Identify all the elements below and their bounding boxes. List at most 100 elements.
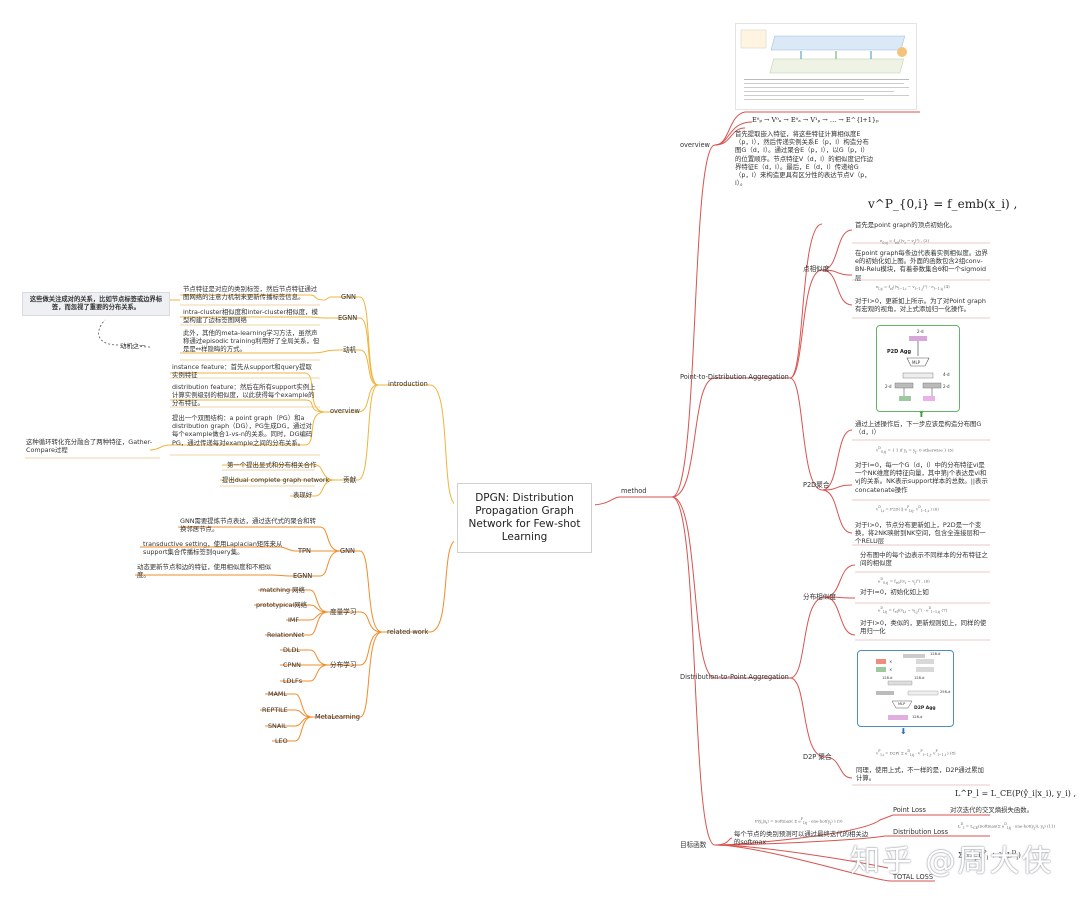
contribution-item: 第一个提出显式和分布相关合作 <box>227 461 317 469</box>
metric-item[interactable]: matching 网络 <box>260 586 305 594</box>
fig-label: 128-d <box>882 676 893 680</box>
d2p-agg-diagram: × × D2P Agg <box>876 654 939 720</box>
point-loss-text: 对次迭代的交叉熵损失函数。 <box>950 806 1034 814</box>
distribution-item[interactable]: DLDL <box>283 646 300 654</box>
dist-sim-text0: 分布图中的每个边表示不同样本的分布特征之间的相似度 <box>860 551 988 568</box>
p2d-agg-text2: 对于l=0，每一个G（d，l）中的分布特征vi是一个NK维度的特征向量，其中第j… <box>855 461 988 494</box>
node-point-similarity[interactable]: 点相似度 <box>803 265 830 273</box>
node-tpn[interactable]: TPN <box>298 547 311 555</box>
total-loss-formula-icon: Σl (λpLPl + λdLDl) <box>958 850 1021 862</box>
node-related-gnn[interactable]: GNN <box>340 547 355 555</box>
p2d-agg-diagram: P2D Agg <box>887 336 942 401</box>
fig-label: 256-d <box>940 690 951 694</box>
equation-image: el,ij = fel((vl−1,i − vl−1,j)²) · el−1,i… <box>876 284 950 291</box>
related-gnn-text: GNN需要提炼节点表达，通过迭代式的聚合和转换邻居节点。 <box>180 517 316 534</box>
instance-feature-text: instance feature：首先从support和query提取实例特征 <box>172 363 312 380</box>
overview-text: 首先提取嵌入特征，将这些特征计算相似度E（p，l），然后传递实例关系E（p，l）… <box>735 130 874 188</box>
equation-image: vPl,i = D2P( Σ eDl,ij · vPl−1,j, vPl−1,i… <box>876 749 956 758</box>
gnn-text: 节点特征是对应的类别标签，然后节点特征通过图网络的注意力机制来更新传播标签信息。 <box>183 285 318 302</box>
egnn-text: intra-cluster相似度和inter-cluster相似度，模型构建了边… <box>183 308 318 325</box>
watermark: 知乎 @周大侠 <box>850 844 1054 879</box>
p2d-init-formula: v^P_{0,i} = f_emb(x_i) , <box>868 197 1018 211</box>
meta-item[interactable]: SNAIL <box>268 722 287 730</box>
node-metric-learning[interactable]: 度量学习 <box>330 608 357 616</box>
distribution-item[interactable]: CPNN <box>283 661 301 669</box>
equation-image: vD0,ij = { 1 if yi = yj; 0 otherwise } (… <box>876 446 954 455</box>
equation-image: vDl,i = P2D( ‖ ePl,ij, vDl−1,i ) (6) <box>876 505 939 514</box>
node-related-egnn[interactable]: EGNN <box>293 572 313 580</box>
metric-item[interactable]: RelationNet <box>267 631 305 639</box>
meta-item[interactable]: LEO <box>275 737 288 745</box>
node-motivation[interactable]: 动机 <box>343 346 357 354</box>
node-contribution[interactable]: 贡献 <box>343 476 357 484</box>
node-point-loss[interactable]: Point Loss <box>893 806 926 814</box>
node-p2d-aggregation[interactable]: Point-to-Distribution Aggregation <box>680 373 789 381</box>
d2p-agg-figure: × × D2P Agg 128-d 128-d 128-d 256-d 128-… <box>857 650 954 727</box>
gather-compare-text: 这种循环转化充分融合了两种特征，Gather-Compare过程 <box>26 438 153 455</box>
p2d-agg-text1: 通过上述操作后，下一步应该是构造分布图G（d，l） <box>855 420 982 437</box>
fig-label: 128-d <box>912 715 923 719</box>
dual-graph-text: 提出一个双图结构：a point graph（PG）和a distributio… <box>172 414 313 447</box>
related-egnn-text: 动态更新节点和边的特征，使用相似度和不相似度。 <box>137 563 272 580</box>
svg-text:P2D Agg: P2D Agg <box>887 349 911 355</box>
distribution-item[interactable]: LDLFs <box>283 677 303 685</box>
metric-item[interactable]: IMF <box>288 616 300 624</box>
arrow-up-icon: ⬆ <box>918 410 925 419</box>
p2d-init-text: 首先是point graph的顶点初始化。 <box>855 221 956 229</box>
node-p2d-agg[interactable]: P2D聚合 <box>803 481 830 489</box>
node-method[interactable]: method <box>621 487 647 495</box>
tpn-text: transductive setting，使用Laplacian矩阵来从supp… <box>143 540 283 557</box>
dpgn-framework-figure <box>735 23 917 110</box>
node-gnn[interactable]: GNN <box>341 293 356 301</box>
node-objective[interactable]: 目标函数 <box>680 841 707 849</box>
node-total-loss[interactable]: TOTAL LOSS <box>893 873 934 881</box>
svg-text:×: × <box>889 667 892 672</box>
node-d2p-agg[interactable]: D2P 聚合 <box>803 753 832 761</box>
dist-sim-text1: 对于l=0，初始化如上如 <box>860 588 929 596</box>
fig-label: MLP <box>898 702 906 706</box>
node-meta-learning[interactable]: MetaLearning <box>315 713 360 721</box>
central-topic[interactable]: DPGN: Distribution Propagation Graph Net… <box>457 483 592 553</box>
annotation-note: 这些做关注成对的关系，比如节点标签或边界标签，而忽视了重要的分布关系。 <box>22 292 170 317</box>
equation-image: P(ŷi|xi) = Softmax( Σ ePl,ij · one-hot(y… <box>755 817 843 826</box>
fig-label: 128-d <box>914 676 925 680</box>
distribution-feature-text: distribution feature：然后在所有support实例上计算实例… <box>172 383 316 408</box>
node-distribution-loss[interactable]: Distribution Loss <box>893 828 949 836</box>
node-related-work[interactable]: related work <box>387 628 429 636</box>
node-overview-left[interactable]: overview <box>330 407 360 415</box>
fig-label: 2-d <box>917 329 924 334</box>
fig-label: 4-d <box>943 372 950 377</box>
ce-formula: L^P_l = L_CE(P(ŷ_i|x_i), y_i) , <box>955 789 1076 798</box>
fig-label: 2-d <box>943 384 950 389</box>
equation-image: eD0,ij = fe0((vi − vj)²) , (6) <box>878 577 930 586</box>
meta-item[interactable]: REPTILE <box>262 706 288 714</box>
node-distribution-similarity[interactable]: 分布相似度 <box>803 593 836 601</box>
node-egnn[interactable]: EGNN <box>338 314 358 322</box>
arrow-down-icon: ⬇ <box>900 727 907 736</box>
p2d-agg-figure: P2D Agg 2-d MLP 4-d 2-d 2-d <box>876 325 960 412</box>
fig-label: MLP <box>912 360 921 365</box>
svg-text:×: × <box>889 659 892 664</box>
metric-item[interactable]: prototypical网络 <box>256 601 307 609</box>
node-d2p-aggregation[interactable]: Distribution-to-Point Aggregation <box>680 673 789 681</box>
d2p-agg-text: 同理，使用上式，不一样的是，D2P通过累加计算。 <box>856 766 984 783</box>
p2d-agg-text3: 对于l>0，节点分布更新如上，P2D是一个变换，将2NK映射到NK空间，包含全连… <box>855 521 986 546</box>
node-overview-right[interactable]: overview <box>680 141 710 149</box>
node-distribution-learning[interactable]: 分布学习 <box>330 661 357 669</box>
node-introduction[interactable]: introduction <box>388 380 428 388</box>
motivation-side-label: 动机之一 <box>120 342 146 350</box>
contribution-item: 表现好 <box>293 491 313 499</box>
equation-image: LDl = LCE(Softmax(Σ eDl,ij · one-hot(yj)… <box>958 822 1056 831</box>
fig-label: 128-d <box>930 652 941 656</box>
motivation-text: 此外，其他的meta-learning学习方法，虽然声称通过episodic t… <box>183 329 320 354</box>
softmax-text: 每个节点的类别预测可以通过最终迭代的相关边的softmax <box>734 830 869 847</box>
equation-image: e0,ij = fe0((vi − vj)²) , (3) <box>880 238 930 245</box>
overview-formula: E⁰ₚ → V⁰ₐ → E⁰ₐ → V¹ₚ → … → E^{l+1}ₚ <box>752 116 879 124</box>
svg-text:D2P Agg: D2P Agg <box>914 705 936 711</box>
point-sim-text1: 在point graph每条边代表着实例相似度。边界e的初始化如上图。外面的函数… <box>855 249 988 282</box>
meta-item[interactable]: MAML <box>268 690 287 698</box>
framework-diagram <box>740 29 909 100</box>
equation-image: eDl,ij = fel((vl,i − vl,j)²) · eDl−1,ij … <box>878 606 948 615</box>
